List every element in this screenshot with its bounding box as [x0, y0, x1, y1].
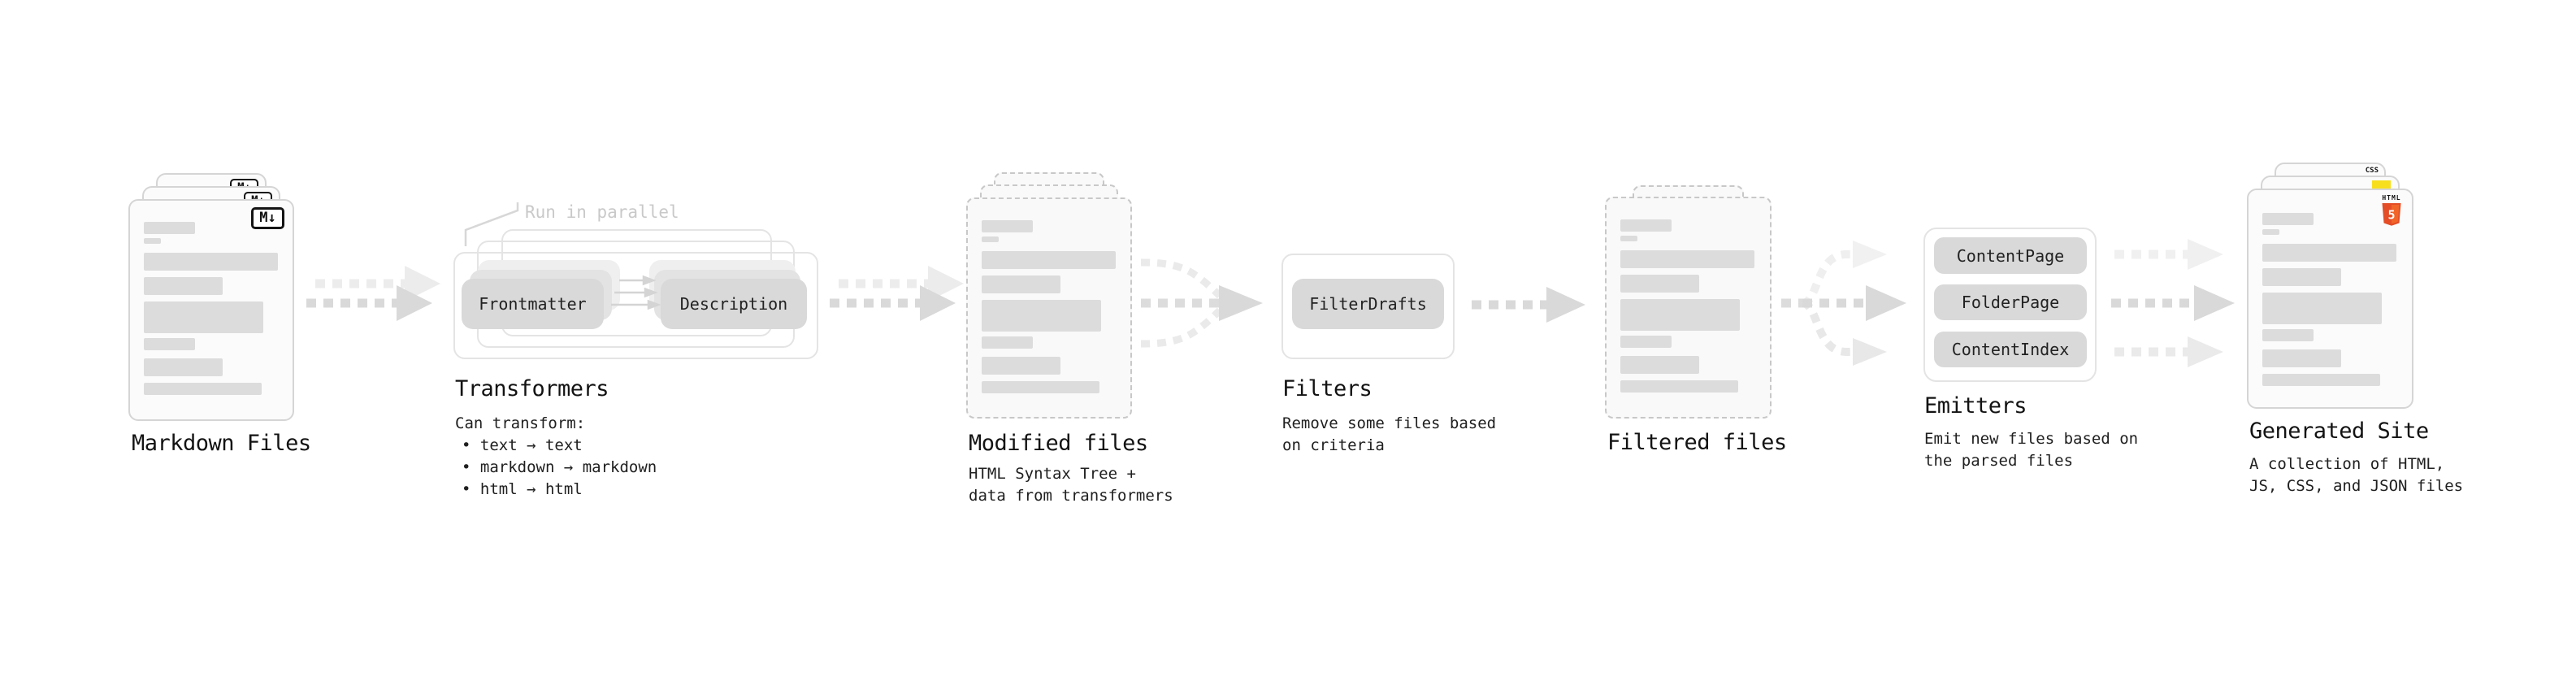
run-in-parallel-note: Run in parallel	[525, 202, 679, 222]
flow-arrow-middle	[2111, 285, 2235, 321]
fan-in-arrow	[1140, 258, 1263, 348]
desc-line: on criteria	[1282, 436, 1385, 454]
flow-arrow-1	[306, 266, 440, 321]
skeleton-bar	[144, 277, 223, 295]
skeleton-bar	[144, 222, 195, 234]
fan-out-arrow	[1781, 241, 1906, 366]
contentpage-box-label: ContentPage	[1956, 245, 2065, 266]
modified-files-desc: HTML Syntax Tree + data from transformer…	[969, 463, 1173, 507]
bullet-item: • markdown → markdown	[462, 458, 657, 476]
folderpage-box: FolderPage	[1934, 284, 2087, 320]
desc-line: A collection of HTML,	[2249, 455, 2445, 473]
skeleton-bar	[144, 383, 262, 395]
markdown-files-label: Markdown Files	[132, 431, 311, 456]
contentindex-box: ContentIndex	[1934, 332, 2087, 367]
note-leader-line	[464, 202, 519, 246]
folderpage-box-label: FolderPage	[1961, 293, 2060, 312]
skeleton-bar	[982, 336, 1033, 349]
html5-icon: HTML 5	[2381, 194, 2402, 230]
contentpage-box: ContentPage	[1934, 237, 2087, 274]
desc-line: Emit new files based on	[1924, 430, 2139, 448]
transformers-bullets: • text → text • markdown → markdown • ht…	[462, 435, 657, 501]
description-box: Description	[661, 279, 807, 329]
filterdrafts-box-label: FilterDrafts	[1309, 294, 1427, 314]
skeleton-bar	[144, 238, 161, 244]
emitters-heading: Emitters	[1924, 393, 2027, 419]
filters-heading: Filters	[1282, 376, 1373, 401]
skeleton-bar	[2262, 293, 2382, 324]
skeleton-bar	[982, 275, 1060, 293]
frontmatter-box-label: Frontmatter	[479, 294, 587, 314]
generated-site-desc: A collection of HTML, JS, CSS, and JSON …	[2249, 453, 2463, 497]
desc-line: data from transformers	[969, 487, 1173, 505]
emitters-desc: Emit new files based on the parsed files	[1924, 428, 2138, 472]
modified-files-heading: Modified files	[969, 431, 1148, 456]
skeleton-bar	[1620, 336, 1672, 348]
skeleton-bar	[144, 253, 278, 271]
html5-number: 5	[2387, 208, 2395, 223]
frontmatter-box: Frontmatter	[462, 279, 604, 329]
filterdrafts-box: FilterDrafts	[1292, 279, 1444, 329]
skeleton-bar	[1620, 250, 1754, 268]
bullet-item: • text → text	[462, 436, 583, 454]
desc-line: Remove some files based	[1282, 414, 1497, 432]
skeleton-bar	[144, 301, 263, 333]
transformers-heading: Transformers	[455, 376, 609, 401]
skeleton-bar	[2262, 229, 2279, 235]
filters-desc: Remove some files based on criteria	[1282, 413, 1496, 457]
doc-skeleton	[2249, 190, 2412, 386]
description-box-label: Description	[679, 294, 788, 314]
modified-file-doc-front	[966, 197, 1132, 419]
skeleton-bar	[2262, 349, 2341, 367]
html5-shield: 5	[2382, 203, 2401, 226]
skeleton-bar	[982, 300, 1101, 332]
flow-arrow-top	[2114, 239, 2223, 270]
skeleton-bar	[1620, 299, 1740, 331]
flow-arrow-3	[1472, 287, 1585, 323]
doc-skeleton	[1607, 198, 1770, 393]
skeleton-bar	[2262, 374, 2380, 386]
markdown-icon: M↓	[251, 207, 284, 229]
skeleton-bar	[2262, 268, 2341, 286]
skeleton-bar	[2262, 329, 2314, 341]
flow-arrow-2	[830, 266, 964, 321]
skeleton-bar	[1620, 236, 1637, 241]
skeleton-bar	[982, 220, 1033, 232]
bullet-item: • html → html	[462, 480, 583, 498]
filtered-file-doc-front	[1605, 197, 1772, 419]
skeleton-bar	[144, 338, 195, 350]
skeleton-bar	[1620, 380, 1738, 393]
css-badge-label: CSS	[2365, 167, 2379, 175]
doc-skeleton	[130, 201, 293, 395]
skeleton-bar	[1620, 275, 1699, 293]
doc-skeleton	[968, 199, 1130, 393]
skeleton-bar	[982, 381, 1099, 393]
flow-arrow-bottom	[2114, 336, 2223, 367]
skeleton-bar	[1620, 356, 1699, 374]
transformers-subheading: Can transform:	[455, 414, 586, 432]
desc-line: the parsed files	[1924, 452, 2074, 470]
generated-site-heading: Generated Site	[2249, 419, 2429, 444]
desc-line: JS, CSS, and JSON files	[2249, 477, 2464, 495]
skeleton-bar	[2262, 244, 2396, 262]
skeleton-bar	[982, 251, 1116, 269]
html5-icon-label: HTML	[2382, 194, 2401, 202]
markdown-file-doc-front: M↓	[128, 199, 294, 421]
skeleton-bar	[1620, 219, 1672, 232]
skeleton-bar	[144, 358, 223, 376]
contentindex-box-label: ContentIndex	[1951, 340, 2070, 359]
skeleton-bar	[982, 236, 999, 242]
generated-file-doc-front: HTML 5	[2247, 189, 2413, 409]
parallel-arrows-icon	[611, 275, 661, 310]
skeleton-bar	[982, 357, 1060, 375]
filtered-files-heading: Filtered files	[1607, 430, 1787, 455]
skeleton-bar	[2262, 213, 2314, 225]
js-icon	[2372, 180, 2391, 191]
transformers-panel-front	[453, 252, 818, 359]
desc-line: HTML Syntax Tree +	[969, 465, 1136, 483]
